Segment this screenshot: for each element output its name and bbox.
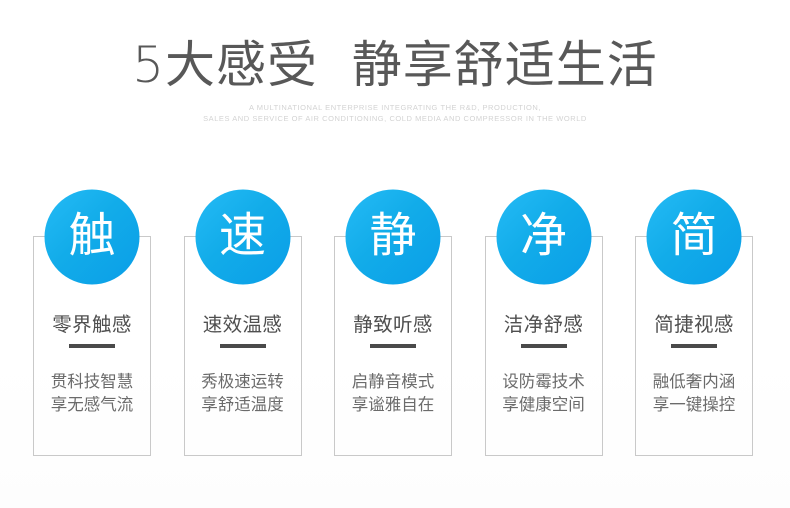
title-underline: [69, 344, 115, 348]
feature-description-line-1: 启静音模式: [351, 372, 435, 391]
feature-description-line-1: 秀极速运转: [201, 372, 284, 391]
feature-description-line-2: 享谧雅自在: [351, 395, 435, 414]
page-header: 5大感受 静享舒适生活 A MULTINATIONAL ENTERPRISE I…: [0, 34, 790, 124]
feature-badge-circle: 速: [195, 189, 290, 285]
subtitle-line-2: SALES AND SERVICE OF AIR CONDITIONING, C…: [203, 114, 587, 123]
feature-card-content: 静致听感 启静音模式 享谧雅自在: [335, 237, 451, 455]
feature-card-content: 洁净舒感 设防霉技术 享健康空间: [486, 237, 602, 455]
feature-badge-character: 静: [369, 208, 417, 264]
feature-badge-circle: 静: [345, 189, 441, 285]
feature-description: 融低奢内涵 享一键操控: [653, 370, 736, 416]
feature-badge-circle: 简: [646, 189, 742, 285]
feature-description-line-2: 享舒适温度: [201, 395, 284, 414]
feature-card-content: 零界触感 贯科技智慧 享无感气流: [34, 237, 150, 455]
feature-badge-circle: 触: [44, 189, 140, 285]
feature-description-line-2: 享一键操控: [652, 395, 736, 414]
feature-card-content: 速效温感 秀极速运转 享舒适温度: [185, 237, 301, 455]
title-underline: [219, 344, 266, 348]
page-title: 5大感受 静享舒适生活: [132, 36, 658, 94]
feature-card-content: 简捷视感 融低奢内涵 享一键操控: [636, 237, 752, 455]
subtitle-line-1: A MULTINATIONAL ENTERPRISE INTEGRATING T…: [248, 103, 542, 112]
feature-title: 静致听感: [353, 313, 433, 336]
feature-description: 启静音模式 享谧雅自在: [352, 370, 435, 416]
title-underline: [671, 344, 717, 348]
feature-badge-circle: 净: [496, 189, 591, 285]
feature-description-line-1: 融低奢内涵: [652, 372, 736, 391]
feature-card-1: 零界触感 贯科技智慧 享无感气流 触: [33, 189, 151, 456]
feature-description-line-2: 享健康空间: [502, 395, 585, 414]
feature-title: 简捷视感: [654, 313, 734, 336]
feature-description-line-1: 设防霉技术: [502, 372, 585, 391]
feature-card-4: 洁净舒感 设防霉技术 享健康空间 净: [484, 189, 603, 456]
feature-card-5: 简捷视感 融低奢内涵 享一键操控 简: [635, 189, 753, 456]
feature-description-line-1: 贯科技智慧: [50, 372, 134, 391]
feature-description: 秀极速运转 享舒适温度: [201, 370, 284, 416]
feature-badge-character: 速: [219, 208, 266, 264]
title-underline: [370, 344, 416, 348]
feature-badge-character: 净: [520, 208, 567, 264]
page-subtitle: A MULTINATIONAL ENTERPRISE INTEGRATING T…: [0, 102, 790, 124]
feature-card-2: 速效温感 秀极速运转 享舒适温度 速: [183, 189, 302, 456]
feature-card-3: 静致听感 启静音模式 享谧雅自在 静: [334, 189, 452, 456]
feature-title: 速效温感: [202, 313, 283, 336]
feature-title: 洁净舒感: [503, 313, 584, 336]
title-underline: [520, 344, 567, 348]
feature-title: 零界触感: [52, 313, 132, 336]
feature-description: 贯科技智慧 享无感气流: [51, 370, 134, 416]
feature-card-row: 零界触感 贯科技智慧 享无感气流 触 速效温感 秀极速运转 享舒适温度: [33, 189, 757, 458]
feature-description-line-2: 享无感气流: [50, 395, 134, 414]
feature-badge-character: 简: [670, 208, 718, 264]
feature-description: 设防霉技术 享健康空间: [502, 370, 585, 416]
feature-badge-character: 触: [68, 208, 116, 264]
